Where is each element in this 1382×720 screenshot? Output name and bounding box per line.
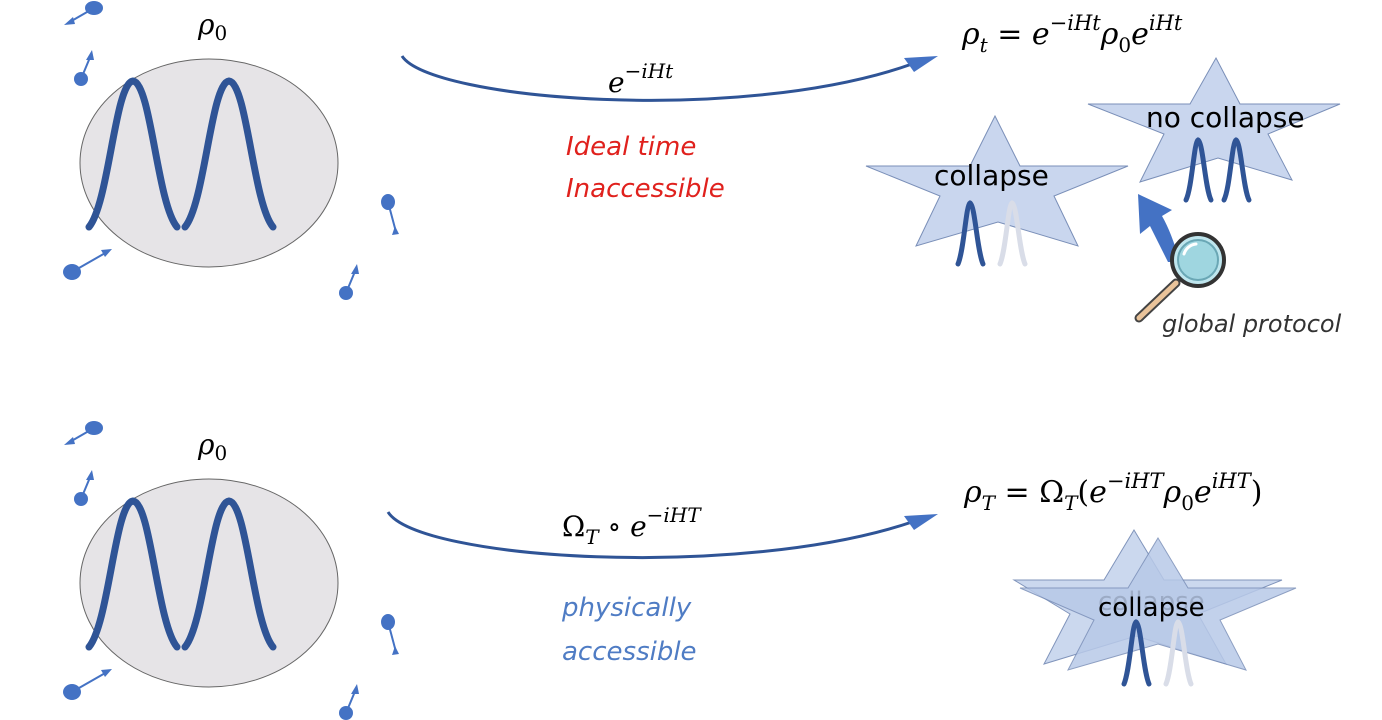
arrowhead-icon [904,514,938,530]
bottom-result: ρT = ΩT(e−iHTρ0eiHT) collapse collapse [963,469,1297,687]
arrowhead-icon [904,56,938,72]
top-note-line1: Ideal time [566,132,696,162]
top-system: ρ0 [62,0,400,301]
bottom-result-equation: ρT = ΩT(e−iHTρ0eiHT) [963,469,1262,515]
top-evolution-label: e−iHt [608,59,674,99]
bottom-system: ρ0 [62,420,400,720]
spin-icon [338,683,360,720]
curved-arrow [386,511,913,559]
bottom-evolution-label: ΩT ∘ e−iHT [562,503,702,549]
spin-icon [73,49,95,87]
star-collapse-front: collapse [1019,537,1297,687]
top-result-equation: ρt = e−iHtρ0eiHt [961,11,1183,57]
top-blob [80,59,338,267]
spin-icon [63,0,104,26]
star-collapse-label: collapse [934,159,1049,192]
bottom-blob [80,479,338,687]
top-result: ρt = e−iHtρ0eiHt collapse no collapse [865,11,1342,338]
spin-icon [73,469,95,507]
spin-icon [338,263,360,301]
star-front-label: collapse [1098,593,1205,623]
global-protocol-label: global protocol [1162,310,1342,338]
top-rho0-label: ρ0 [197,8,227,45]
top-note-line2: Inaccessible [566,174,725,204]
curved-up-arrow-icon [1138,194,1180,262]
star-no-collapse: no collapse [1087,56,1341,203]
spin-icon [62,248,113,281]
spin-icon [62,668,113,701]
bottom-rho0-label: ρ0 [197,428,227,465]
star-collapse: collapse [865,114,1129,267]
spin-icon [380,613,400,656]
star-no-collapse-label: no collapse [1146,101,1305,134]
bottom-note-line2: accessible [562,637,697,667]
bottom-evolution-arrow: ΩT ∘ e−iHT physically accessible [386,503,938,667]
spin-icon [63,420,104,446]
top-evolution-arrow: e−iHt Ideal time Inaccessible [400,55,938,204]
magnifier-icon [1134,232,1226,323]
spin-icon [380,193,400,236]
bottom-note-line1: physically [561,593,692,623]
curved-arrow [400,55,913,102]
